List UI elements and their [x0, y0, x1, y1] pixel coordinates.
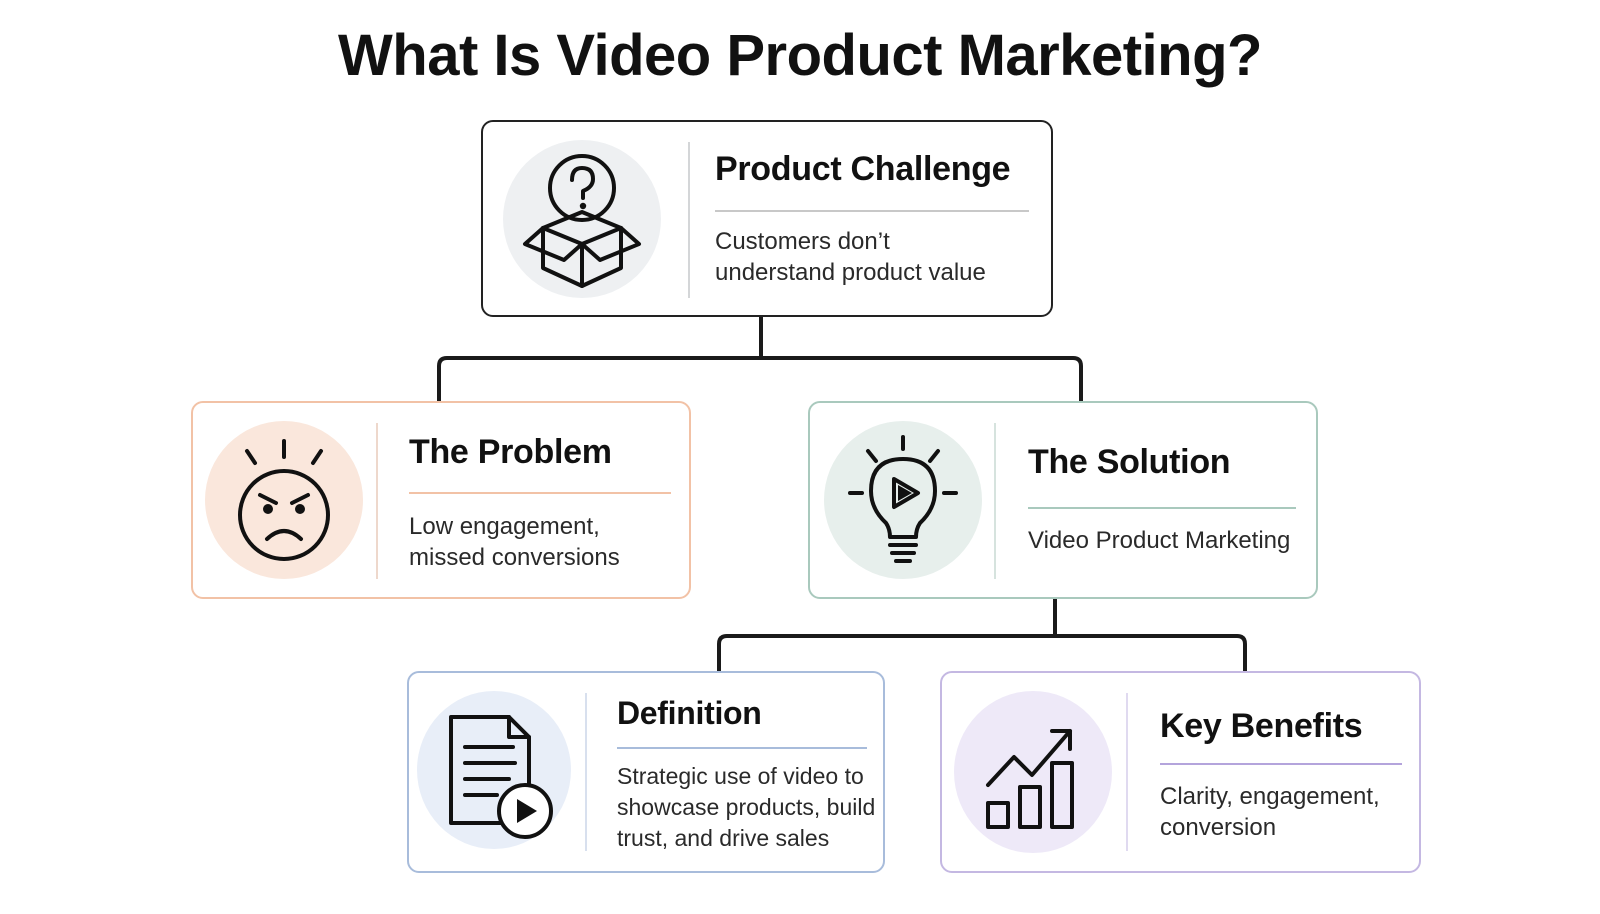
card-product-challenge: Product Challenge Customers don’t unders… — [481, 120, 1053, 317]
lightbulb-play-icon — [824, 421, 982, 579]
card-description: Video Product Marketing — [1028, 527, 1291, 554]
card-title: Key Benefits — [1160, 707, 1363, 745]
card-definition: Definition Strategic use of video to sho… — [407, 671, 885, 873]
vertical-divider — [688, 142, 690, 298]
vertical-divider — [585, 693, 587, 851]
card-the-solution: The Solution Video Product Marketing — [808, 401, 1318, 599]
card-key-benefits: Key Benefits Clarity, engagement, conver… — [940, 671, 1421, 873]
card-the-problem: The Problem Low engagement, missed conve… — [191, 401, 691, 599]
card-title: The Solution — [1028, 443, 1231, 481]
card-title: Product Challenge — [715, 150, 1011, 188]
card-title: Definition — [617, 695, 762, 731]
title-underline — [617, 747, 867, 749]
vertical-divider — [376, 423, 378, 579]
vertical-divider — [994, 423, 996, 579]
card-description: Low engagement, missed conversions — [409, 513, 620, 571]
title-underline — [409, 492, 671, 494]
title-underline — [715, 210, 1029, 212]
question-box-icon — [503, 140, 661, 298]
card-title: The Problem — [409, 433, 612, 471]
card-description: Strategic use of video to showcase produ… — [617, 763, 876, 851]
title-underline — [1160, 763, 1402, 765]
vertical-divider — [1126, 693, 1128, 851]
title-underline — [1028, 507, 1296, 509]
card-description: Clarity, engagement, conversion — [1160, 783, 1380, 841]
page-title: What Is Video Product Marketing? — [338, 23, 1262, 88]
document-play-icon — [417, 691, 571, 849]
connector-branch-level-2 — [717, 634, 1247, 671]
card-description: Customers don’t understand product value — [715, 228, 986, 286]
angry-face-icon — [205, 421, 363, 579]
connector-branch-level-1 — [437, 356, 1083, 401]
growth-chart-icon — [954, 691, 1112, 853]
